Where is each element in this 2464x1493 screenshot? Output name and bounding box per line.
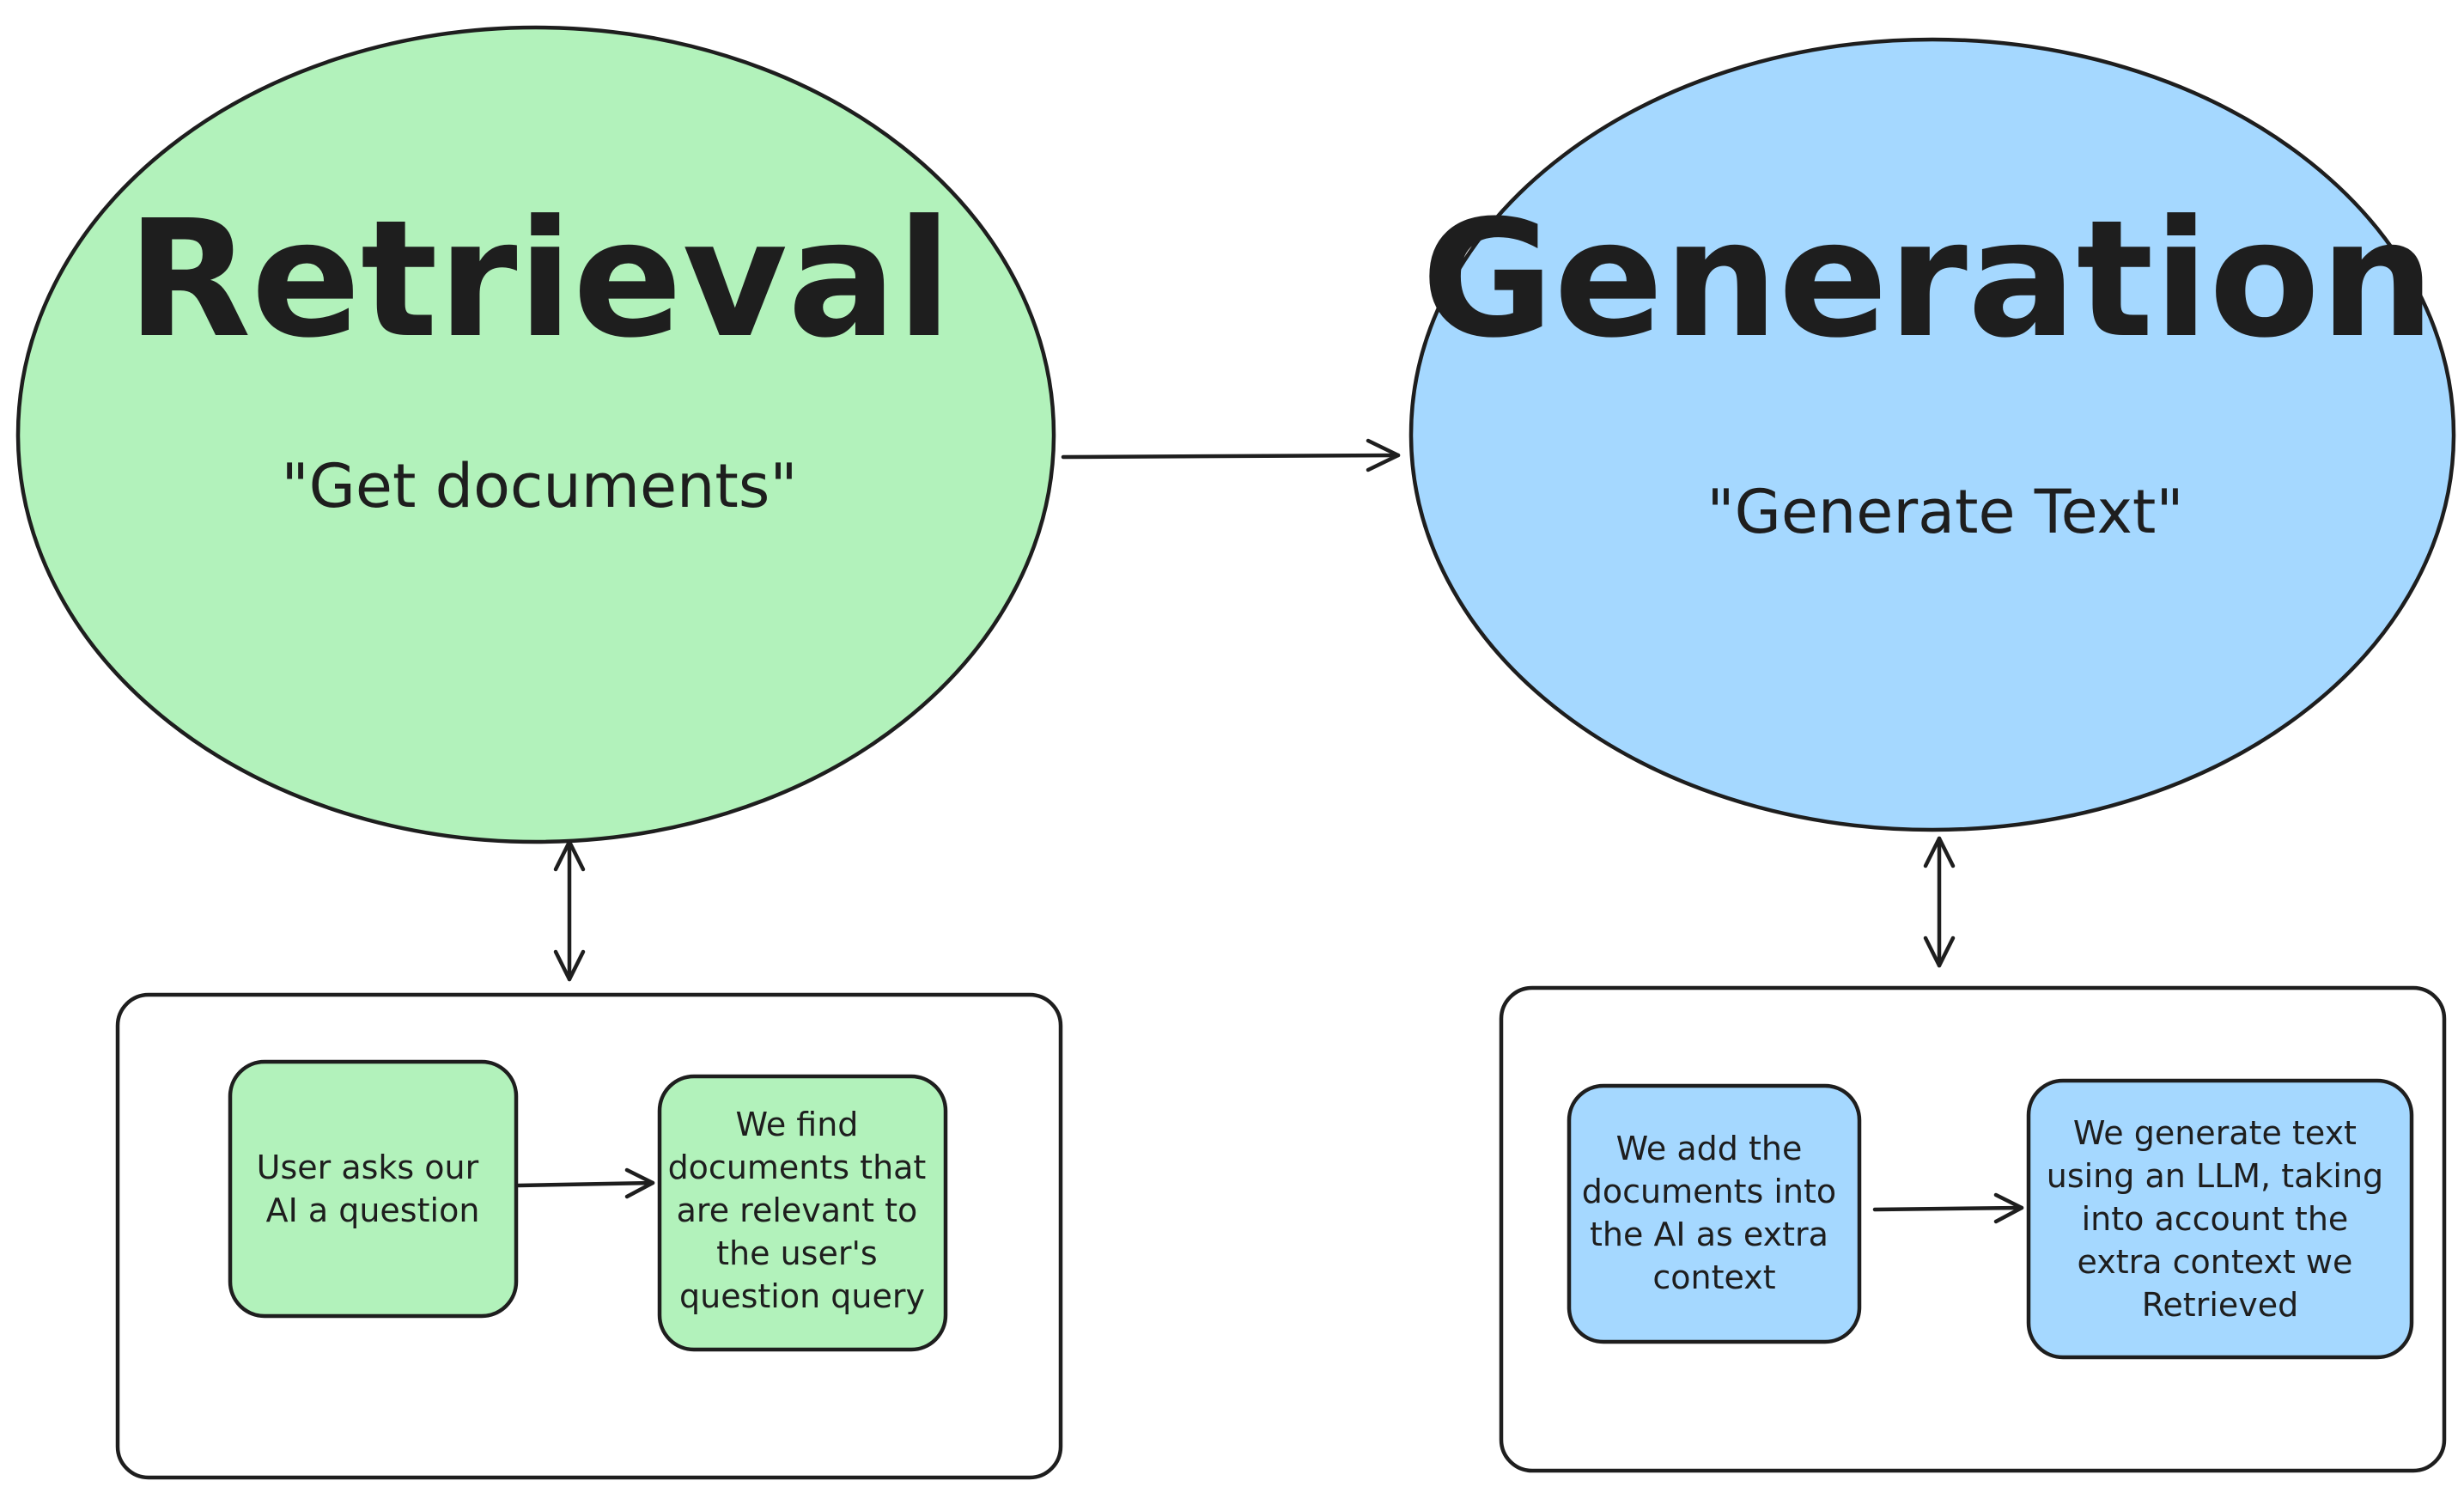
step-text: User asks our AI a question [257,1149,490,1229]
generation-subtitle: "Generate Text" [1707,477,2183,547]
retrieval-title: Retrieval [127,186,952,374]
step-arrow [1872,1192,2024,1224]
generation-node: Generation "Generate Text" [1408,37,2456,832]
retrieval-step-find-documents: We find documents that are relevant to t… [657,1074,948,1352]
step-arrow [516,1167,655,1199]
retrieval-step-user-question: User asks our AI a question [228,1059,519,1319]
generation-detail-box: We add the documents into the AI as extr… [1499,985,2447,1473]
retrieval-detail-box: User asks our AI a question We find docu… [115,992,1063,1480]
step-text: We add the documents into the AI as extr… [1582,1130,1847,1296]
generation-title: Generation [1421,186,2435,374]
retrieval-detail-double-arrow [553,839,586,982]
generation-step-add-documents: We add the documents into the AI as extr… [1567,1083,1862,1344]
retrieval-ellipse [15,25,1056,844]
retrieval-subtitle: "Get documents" [281,451,797,521]
step-text: We generate text using an LLM, taking in… [2047,1114,2394,1324]
generation-ellipse [1408,37,2456,832]
generation-detail-double-arrow [1923,836,1956,968]
retrieval-node: Retrieval "Get documents" [15,25,1056,844]
retrieval-to-generation-arrow [1061,438,1401,472]
step-text: We find documents that are relevant to t… [668,1106,937,1315]
generation-step-generate-text: We generate text using an LLM, taking in… [2026,1078,2414,1360]
